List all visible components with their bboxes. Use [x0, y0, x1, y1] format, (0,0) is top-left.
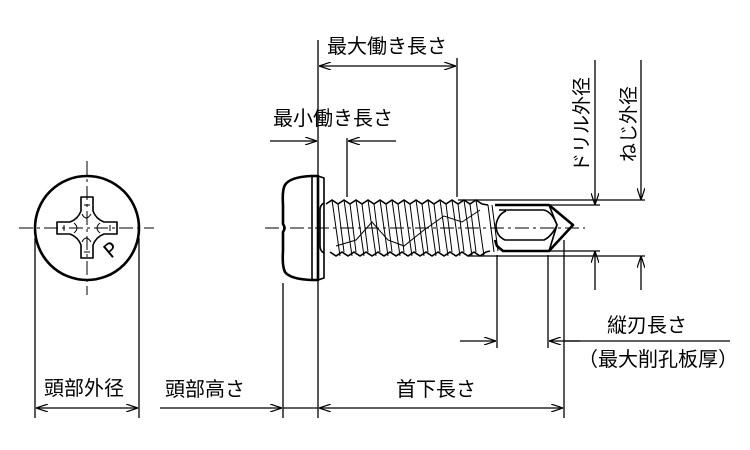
label-max-drilling-thickness: （最大削孔板厚）: [578, 347, 738, 371]
label-max-working-length: 最大働き長さ: [327, 34, 447, 58]
pan-head: [281, 174, 320, 282]
label-head-height: 頭部高さ: [165, 377, 245, 401]
label-flute-length: 縦刃長さ: [607, 313, 687, 337]
screw-side-view: [265, 174, 585, 282]
head-top-view: P: [19, 161, 154, 418]
phillips-recess-icon: [56, 196, 118, 259]
label-drill-diameter: ドリル外径: [571, 77, 593, 172]
label-thread-diameter: ねじ外径: [618, 86, 640, 162]
label-min-working-length: 最小働き長さ: [273, 106, 393, 130]
label-head-diameter: 頭部外径: [44, 376, 124, 400]
head-mark-p: P: [99, 237, 124, 263]
label-length-under-head: 首下長さ: [396, 377, 476, 401]
thread-section: [325, 199, 491, 257]
